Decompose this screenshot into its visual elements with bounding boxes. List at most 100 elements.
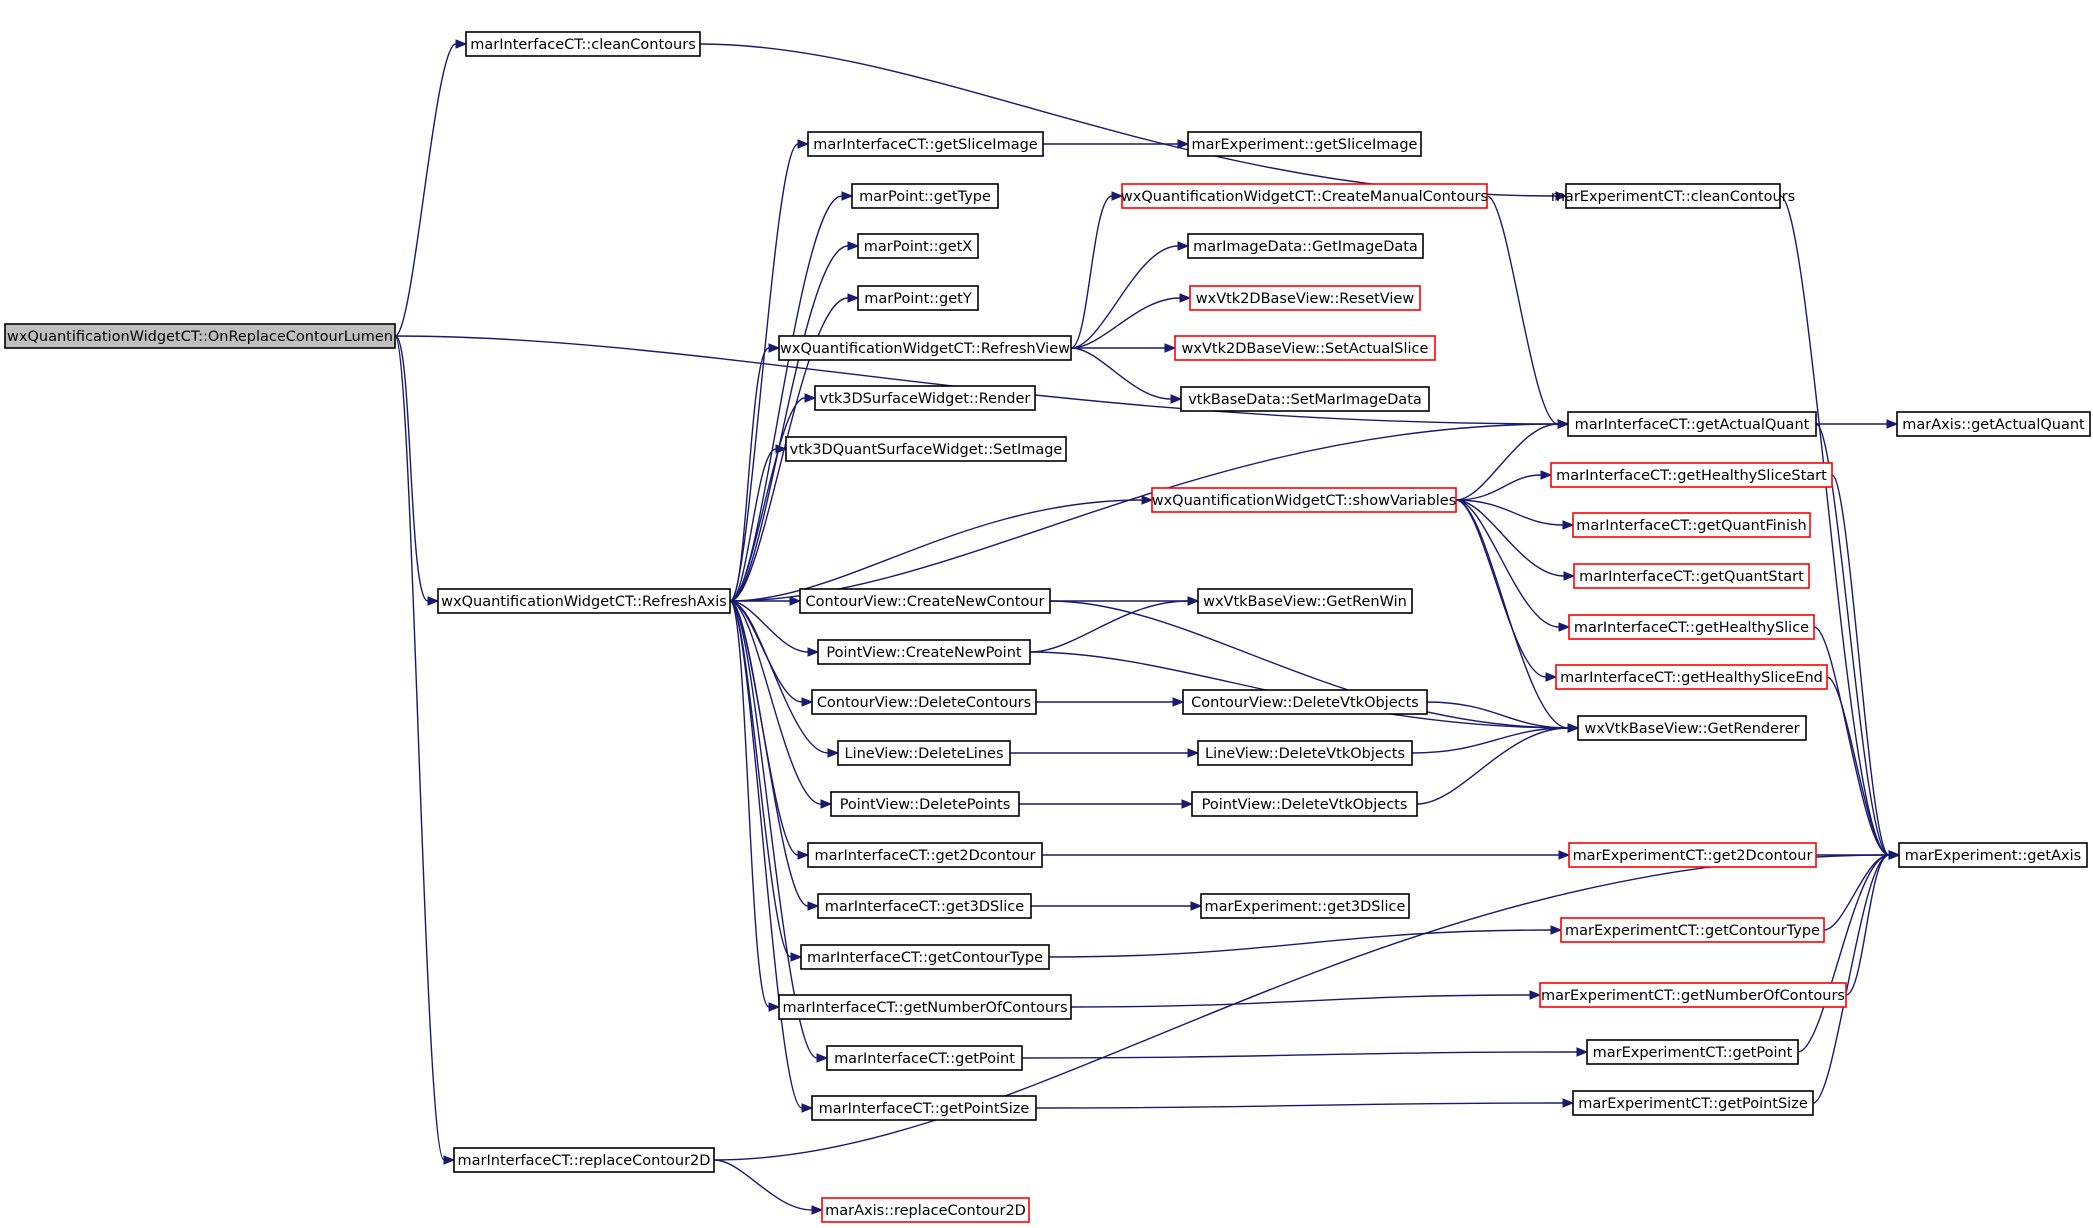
node-box [851, 183, 999, 209]
edge-line [1411, 727, 1569, 754]
graph-node[interactable]: marPoint::getX [857, 233, 979, 259]
graph-node[interactable]: PointView::DeleteVtkObjects [1191, 791, 1418, 817]
graph-node[interactable]: ContourView::DeleteVtkObjects [1182, 689, 1428, 715]
graph-node[interactable]: wxVtkBaseView::GetRenWin [1197, 588, 1413, 614]
node-box [1568, 842, 1817, 868]
graph-node[interactable]: wxVtkBaseView::GetRenderer [1577, 715, 1807, 741]
node-box [811, 689, 1037, 715]
node-box [826, 1045, 1023, 1071]
edge-arrowhead [801, 1103, 814, 1113]
call-edge [1070, 990, 1542, 1008]
edge-arrowhead [1179, 293, 1192, 303]
graph-node[interactable]: marInterfaceCT::getContourType [800, 944, 1050, 970]
node-box [778, 994, 1072, 1020]
node-label: marInterfaceCT::getPoint [834, 1051, 1015, 1067]
graph-node[interactable]: wxVtk2DBaseView::ResetView [1189, 285, 1421, 311]
node-box [465, 31, 701, 57]
edge-line [1070, 245, 1179, 349]
graph-node[interactable]: ContourView::DeleteContours [811, 689, 1037, 715]
node-label: vtk3DSurfaceWidget::Render [820, 391, 1031, 407]
edge-arrowhead [797, 139, 810, 149]
edge-arrowhead [1187, 596, 1200, 606]
graph-node[interactable]: wxVtk2DBaseView::SetActualSlice [1174, 335, 1436, 361]
edge-arrowhead [1177, 139, 1190, 149]
graph-node[interactable]: marExperimentCT::getPoint [1586, 1039, 1799, 1065]
edge-arrowhead [847, 241, 860, 251]
graph-node[interactable]: LineView::DeleteLines [837, 740, 1011, 766]
edge-arrowhead [1177, 241, 1190, 251]
edge-arrowhead [455, 39, 468, 49]
node-box [799, 588, 1051, 614]
graph-node[interactable]: vtk3DSurfaceWidget::Render [814, 385, 1036, 411]
node-box [1567, 411, 1817, 437]
edge-line [1486, 195, 1559, 425]
call-edge [1812, 850, 1901, 1104]
graph-node[interactable]: marInterfaceCT::getActualQuant [1567, 411, 1817, 437]
graph-node[interactable]: marInterfaceCT::get2Dcontour [807, 842, 1043, 868]
node-box [857, 285, 979, 311]
edge-line [1845, 854, 1890, 996]
graph-node[interactable]: vtkBaseData::SetMarImageData [1180, 386, 1430, 412]
graph-node[interactable]: marExperimentCT::getPointSize [1572, 1090, 1814, 1116]
node-box [1197, 740, 1413, 766]
edge-line [729, 600, 822, 805]
graph-node[interactable]: marInterfaceCT::cleanContours [465, 31, 701, 57]
graph-node[interactable]: marExperimentCT::get2Dcontour [1568, 842, 1817, 868]
node-label: wxQuantificationWidgetCT::CreateManualCo… [1121, 189, 1488, 205]
call-edge [729, 444, 788, 602]
graph-node[interactable]: marExperiment::getSliceImage [1187, 131, 1422, 157]
graph-node[interactable]: marInterfaceCT::getSliceImage [807, 131, 1044, 157]
graph-node[interactable]: wxQuantificationWidgetCT::OnReplaceConto… [4, 323, 396, 349]
graph-node[interactable]: LineView::DeleteVtkObjects [1197, 740, 1413, 766]
node-label: marExperimentCT::getPointSize [1578, 1096, 1808, 1112]
node-label: vtk3DQuantSurfaceWidget::SetImage [790, 442, 1063, 458]
edge-line [729, 600, 809, 653]
node-box [1568, 614, 1815, 640]
edge-line [1049, 600, 1569, 729]
graph-node[interactable]: marExperimentCT::cleanContours [1551, 183, 1795, 209]
graph-node[interactable]: marExperiment::get3DSlice [1200, 893, 1410, 919]
graph-node[interactable]: marInterfaceCT::getQuantFinish [1572, 512, 1811, 538]
node-label: marExperiment::get3DSlice [1205, 899, 1406, 915]
graph-node[interactable]: ContourView::CreateNewContour [799, 588, 1051, 614]
graph-node[interactable]: marExperimentCT::getContourType [1560, 917, 1825, 943]
edge-line [1779, 195, 1890, 856]
graph-node[interactable]: marInterfaceCT::getQuantStart [1573, 563, 1810, 589]
edge-line [729, 448, 777, 602]
graph-node[interactable]: marInterfaceCT::getHealthySliceEnd [1555, 664, 1828, 690]
graph-node[interactable]: PointView::DeletePoints [830, 791, 1020, 817]
call-edge [1455, 499, 1575, 530]
node-box [1187, 233, 1424, 259]
graph-node[interactable]: marInterfaceCT::getNumberOfContours [778, 994, 1072, 1020]
graph-node[interactable]: PointView::CreateNewPoint [817, 639, 1031, 665]
edge-line [713, 854, 1890, 1161]
graph-node[interactable]: wxQuantificationWidgetCT::CreateManualCo… [1121, 183, 1488, 209]
edge-arrowhead [1563, 571, 1576, 581]
graph-node[interactable]: marExperimentCT::getNumberOfContours [1539, 982, 1847, 1008]
graph-node[interactable]: wxQuantificationWidgetCT::showVariables [1151, 487, 1457, 513]
node-label: vtkBaseData::SetMarImageData [1188, 392, 1422, 408]
graph-node[interactable]: marAxis::getActualQuant [1896, 411, 2091, 437]
graph-node[interactable]: marInterfaceCT::get3DSlice [817, 893, 1032, 919]
edge-arrowhead [1550, 925, 1563, 935]
graph-node[interactable]: marInterfaceCT::getPoint [826, 1045, 1023, 1071]
graph-node[interactable]: wxQuantificationWidgetCT::RefreshAxis [437, 588, 731, 614]
graph-node[interactable]: marInterfaceCT::getHealthySliceStart [1550, 462, 1833, 488]
edge-arrowhead [775, 444, 788, 454]
graph-node[interactable]: marExperiment::getAxis [1898, 842, 2088, 868]
edge-arrowhead [768, 343, 781, 353]
edge-line [1035, 1102, 1564, 1109]
node-label: marExperimentCT::getContourType [1565, 923, 1820, 939]
graph-node[interactable]: marPoint::getType [851, 183, 999, 209]
graph-node[interactable]: wxQuantificationWidgetCT::RefreshView [778, 335, 1072, 361]
graph-node[interactable]: marAxis::replaceContour2D [821, 1197, 1030, 1223]
graph-node[interactable]: marImageData::GetImageData [1187, 233, 1424, 259]
graph-node[interactable]: marInterfaceCT::getPointSize [811, 1095, 1037, 1121]
graph-node[interactable]: marInterfaceCT::getHealthySlice [1568, 614, 1815, 640]
call-edge [1070, 293, 1192, 349]
graph-node[interactable]: vtk3DQuantSurfaceWidget::SetImage [785, 436, 1067, 462]
call-edge [729, 495, 1154, 602]
graph-node[interactable]: marPoint::getY [857, 285, 979, 311]
graph-node[interactable]: marInterfaceCT::replaceContour2D [453, 1147, 715, 1173]
